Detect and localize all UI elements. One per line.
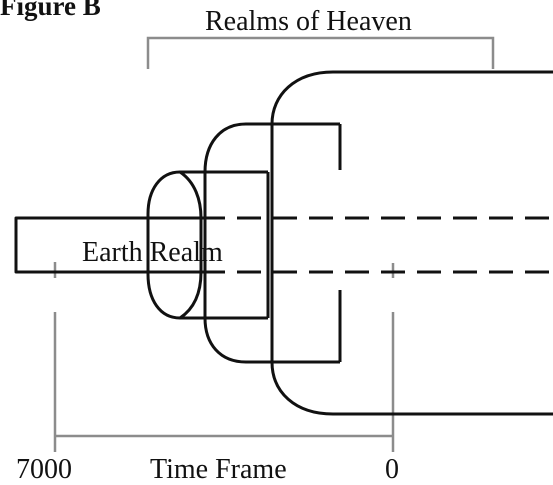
earth-realm-label: Earth Realm bbox=[82, 237, 223, 268]
earth-realm-bar bbox=[14, 216, 201, 274]
inner-heaven-inner-edge bbox=[179, 170, 203, 320]
heaven-realms-label: Realms of Heaven bbox=[205, 6, 412, 37]
timeline-axis-label: Time Frame bbox=[150, 454, 287, 485]
figure-title: Figure B bbox=[0, 0, 101, 21]
outer-heaven-realm bbox=[270, 70, 553, 416]
inner-heaven-realm bbox=[146, 170, 205, 320]
timeline-start-label: 7000 bbox=[16, 454, 72, 485]
heaven-bracket bbox=[146, 36, 495, 69]
middle-heaven-realm bbox=[203, 122, 272, 364]
timeline-end-label: 0 bbox=[385, 454, 399, 485]
